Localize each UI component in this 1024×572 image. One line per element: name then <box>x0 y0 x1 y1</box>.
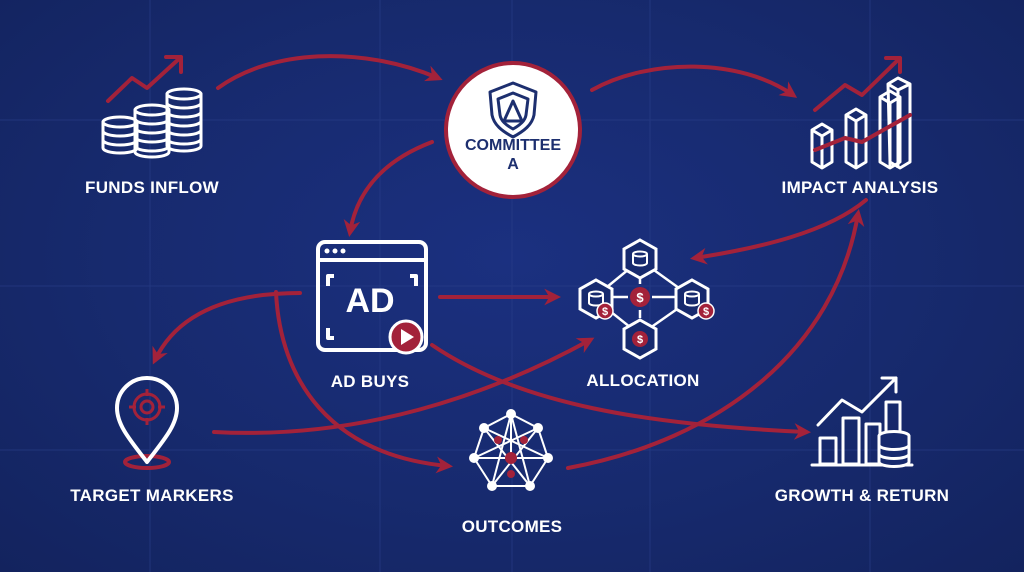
committee-label-line1: COMMITTEE <box>465 137 561 154</box>
ad-icon-text: AD <box>345 282 394 320</box>
node-label-target-markers: TARGET MARKERS <box>70 486 234 505</box>
svg-text:$: $ <box>636 290 644 305</box>
committee-label-line2: A <box>507 156 519 173</box>
arrow-committee-to-adbuys <box>343 140 434 237</box>
svg-text:$: $ <box>602 306 608 318</box>
arrow-outcomes-to-impact <box>566 209 865 470</box>
arrow-funds-to-committee <box>216 54 443 90</box>
node-label-ad-buys: AD BUYS <box>330 372 410 391</box>
arrow-adbuys-to-outcomes <box>274 290 454 474</box>
arrow-committee-to-impact <box>590 64 798 98</box>
node-label-growth-return: GROWTH & RETURN <box>774 486 950 505</box>
node-label-impact-analysis: IMPACT ANALYSIS <box>781 178 939 197</box>
node-label-funds-inflow: FUNDS INFLOW <box>85 178 219 197</box>
node-label-allocation: ALLOCATION <box>586 371 700 390</box>
svg-text:$: $ <box>703 306 709 318</box>
shield-icon <box>488 81 538 139</box>
committee-label: COMMITTEE A <box>448 136 578 174</box>
svg-text:$: $ <box>637 334 643 346</box>
node-committee[interactable]: COMMITTEE A <box>444 61 582 199</box>
arrow-adbuys-to-growth <box>430 343 812 440</box>
node-label-outcomes: OUTCOMES <box>461 517 563 536</box>
arrow-targets-to-allocation <box>212 337 595 435</box>
